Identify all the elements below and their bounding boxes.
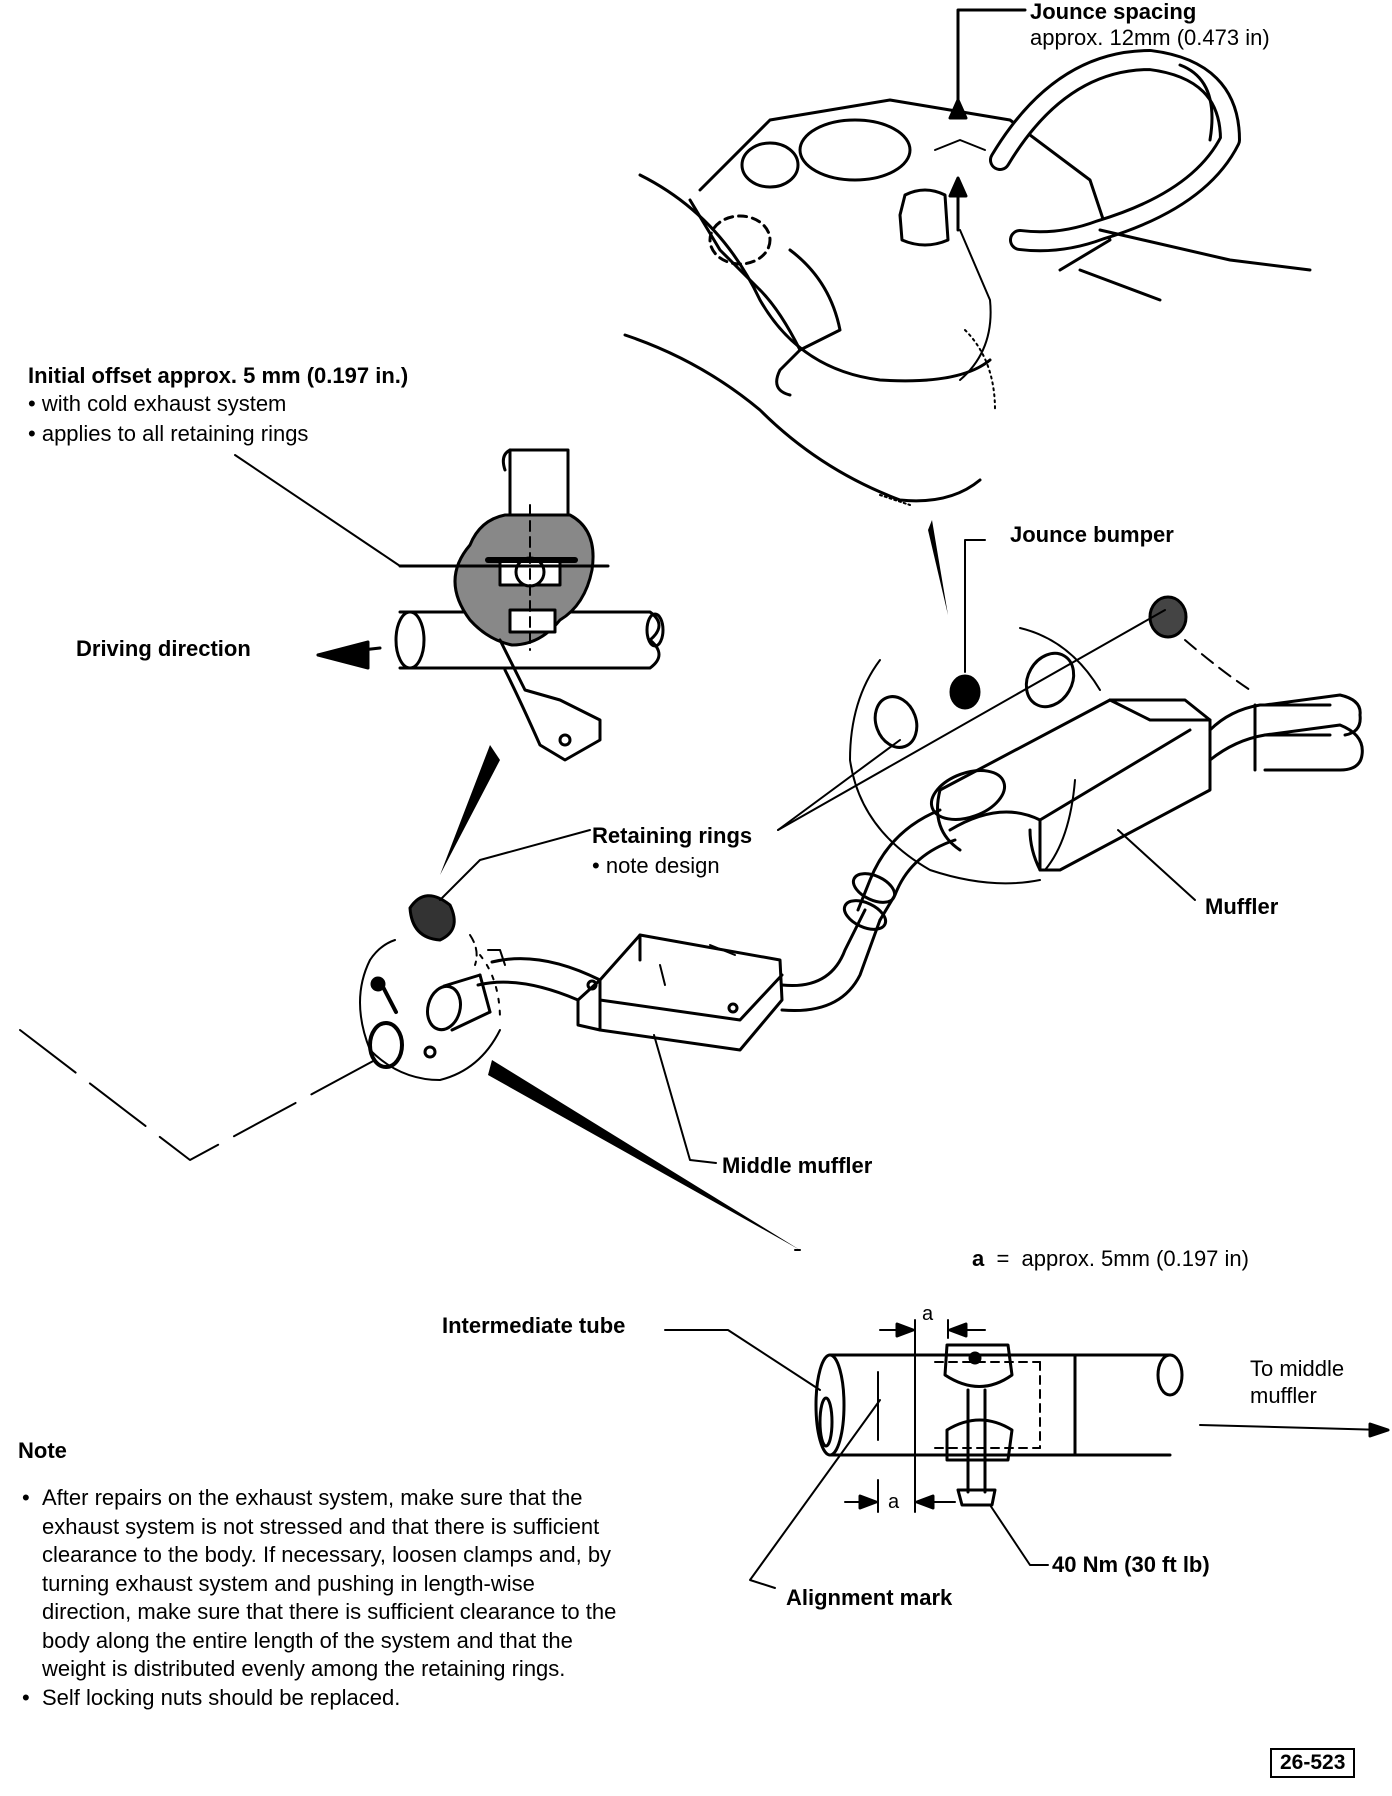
initial-offset-label: Initial offset approx. 5 mm (0.197 in.) xyxy=(28,363,409,388)
jounce-bumper-label: Jounce bumper xyxy=(1010,522,1174,547)
pointer-wedge-top xyxy=(928,520,948,615)
dimension-a-bottom: a xyxy=(888,1491,900,1513)
jounce-spacing-label: Jounce spacing xyxy=(1030,0,1197,24)
to-middle-muffler-line1: To middle xyxy=(1250,1356,1345,1381)
joint-circle-detail xyxy=(359,894,506,1081)
note-item-1: After repairs on the exhaust system, mak… xyxy=(18,1484,618,1684)
rear-muffler-circle-detail xyxy=(849,539,1251,885)
to-middle-muffler-line2: muffler xyxy=(1250,1383,1317,1408)
note-heading: Note xyxy=(18,1438,67,1463)
jounce-spacing-value: approx. 12mm (0.473 in) xyxy=(1030,25,1270,50)
clamp-detail xyxy=(664,1319,1390,1589)
initial-offset-bullet-1: • with cold exhaust system xyxy=(28,391,287,416)
alignment-mark-label: Alignment mark xyxy=(786,1585,953,1610)
retaining-ring-offset-detail xyxy=(234,448,665,762)
jounce-detail-top xyxy=(623,8,1312,506)
driving-direction-label: Driving direction xyxy=(76,636,251,661)
retaining-rings-label: Retaining rings xyxy=(592,823,753,848)
a-definition: a = approx. 5mm (0.197 in) xyxy=(972,1246,1249,1271)
middle-muffler xyxy=(476,908,882,1052)
intermediate-tube-label: Intermediate tube xyxy=(442,1313,626,1338)
torque-label: 40 Nm (30 ft lb) xyxy=(1052,1552,1210,1577)
note-list: After repairs on the exhaust system, mak… xyxy=(18,1484,618,1712)
muffler-label: Muffler xyxy=(1205,894,1279,919)
note-item-2: Self locking nuts should be replaced. xyxy=(18,1684,618,1713)
retaining-rings-note: • note design xyxy=(592,853,720,878)
figure-number: 26-523 xyxy=(1270,1748,1356,1778)
initial-offset-bullet-2: • applies to all retaining rings xyxy=(28,421,309,446)
dimension-a-top: a xyxy=(922,1303,934,1325)
rear-muffler xyxy=(842,693,1364,931)
middle-muffler-label: Middle muffler xyxy=(722,1153,873,1178)
